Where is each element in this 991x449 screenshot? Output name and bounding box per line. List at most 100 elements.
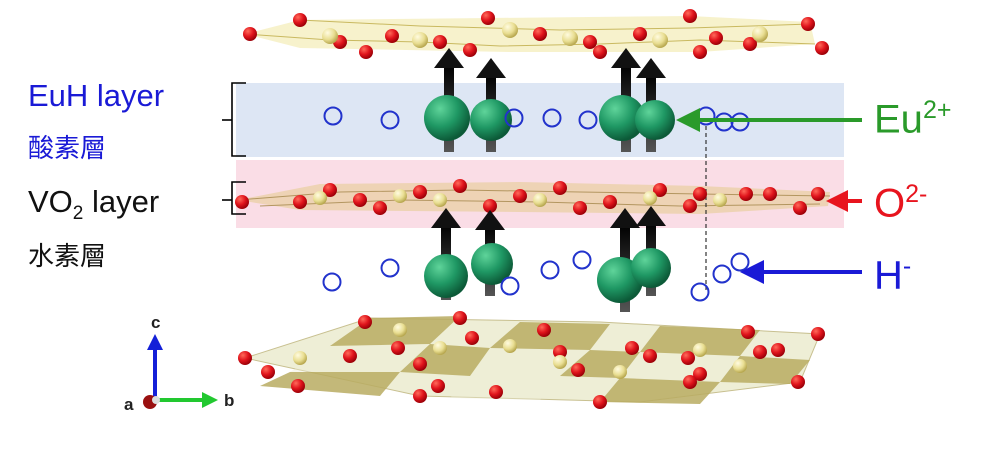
oxygen-atom [261,365,275,379]
oxygen-atom [791,375,805,389]
oxygen-atom [353,193,367,207]
euh-layer-jp-label: 酸素層 [28,134,107,164]
oxygen-atom [293,13,307,27]
o-label-base: O [874,181,906,226]
oxygen-atom [683,199,697,213]
oxygen-atom [323,183,337,197]
oxygen-atom [413,185,427,199]
hydride-atom [322,272,342,292]
oxygen-atom [293,195,307,209]
hydride-atom [504,108,524,128]
oxygen-atom [373,201,387,215]
oxygen-atom [793,201,807,215]
spin-arrow-head [611,48,641,68]
oxygen-atom [291,379,305,393]
europium-atom [631,248,671,288]
oxygen-atom [811,327,825,341]
oxygen-atom [753,345,767,359]
hydride-atom [540,260,560,280]
hydride-atom [380,110,400,130]
oxygen-atom [537,323,551,337]
eu-species-label: Eu2+ [874,96,951,142]
oxygen-atom [453,311,467,325]
spin-arrow-head [434,48,464,68]
hydride-atom [690,282,710,302]
oxygen-atom [571,363,585,377]
oxygen-atom [433,35,447,49]
oxygen-atom [238,351,252,365]
oxygen-atom [481,11,495,25]
oxygen-atom [739,187,753,201]
oxygen-atom [741,325,755,339]
oxygen-atom [413,389,427,403]
axis-triad [143,334,218,409]
vo2-formula-sub: 2 [72,203,84,225]
hydride-atom [380,258,400,278]
vanadium-atom [562,30,578,46]
o-species-label: O2- [874,180,927,226]
oxygen-atom [573,201,587,215]
oxygen-atom [593,395,607,409]
vanadium-atom [613,365,627,379]
axis-c-label: c [151,313,161,332]
o-pointer-arrow [826,190,862,212]
vanadium-atom [652,32,668,48]
h-species-label: H- [874,252,911,298]
vanadium-atom [433,193,447,207]
oxygen-atom [603,195,617,209]
h-label-charge: - [902,252,912,280]
oxygen-atom [431,379,445,393]
oxygen-atom [483,199,497,213]
oxygen-atom [583,35,597,49]
oxygen-atom [693,45,707,59]
euh-layer-label: EuH layer [28,78,165,113]
oxygen-atom [359,45,373,59]
oxygen-atom [385,29,399,43]
hydride-atom [572,250,592,270]
oxygen-atom [801,17,815,31]
vanadium-atom [713,193,727,207]
vanadium-atom [533,193,547,207]
vanadium-atom [553,355,567,369]
oxygen-atom [553,345,567,359]
oxygen-atom [643,349,657,363]
oxygen-atom [358,315,372,329]
europium-atom [424,95,470,141]
vanadium-atom [393,189,407,203]
vanadium-atom [643,191,657,205]
europium-atom [470,99,512,141]
atoms-layer [235,9,829,409]
bottom-vo2-sheet [243,316,821,404]
vo2-layer-jp-label: 水素層 [28,242,107,272]
oxygen-atom [743,37,757,51]
vanadium-atom [733,359,747,373]
oxygen-atom [811,187,825,201]
vanadium-atom [752,26,768,42]
oxygen-atom [625,341,639,355]
o-label-charge: 2- [905,180,928,208]
vo2-formula-tail: layer [83,184,160,219]
axis-a-label: a [124,395,134,414]
hydride-atom [730,252,750,272]
eu-label-charge: 2+ [922,96,952,124]
oxygen-atom [391,341,405,355]
oxygen-atom [653,183,667,197]
oxygen-atom [763,187,777,201]
oxygen-atom [693,187,707,201]
oxygen-atom [235,195,249,209]
vanadium-atom [433,341,447,355]
hydride-atom [500,276,520,296]
oxygen-atom [771,343,785,357]
vanadium-atom [293,351,307,365]
vo2-layer-label: VO2 layer [28,184,159,225]
oxygen-atom [633,27,647,41]
hydride-atom [578,110,598,130]
vanadium-atom [393,323,407,337]
spin-arrow-head [610,208,640,228]
hydride-atom [323,106,343,126]
vanadium-atom [313,191,327,205]
oxygen-atom [463,43,477,57]
vanadium-atom [502,22,518,38]
oxygen-atom [709,31,723,45]
